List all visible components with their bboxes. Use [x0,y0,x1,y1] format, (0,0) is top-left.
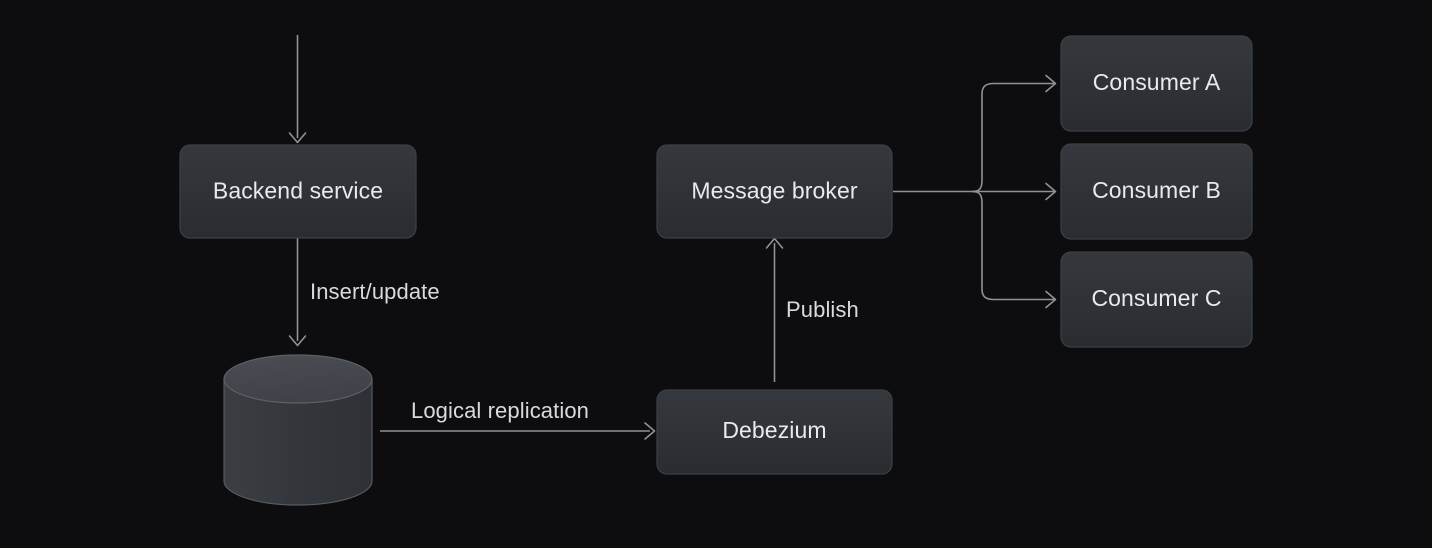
message-broker-label: Message broker [691,178,858,204]
edge-label-logical-replication: Logical replication [411,398,589,423]
edge-broker-to-consumer-c [971,190,1057,309]
database-cylinder-top [223,354,373,404]
consumer-b-label: Consumer B [1092,177,1221,203]
edge-broker-to-consumer-a [971,74,1057,193]
edge-label-publish: Publish [786,297,859,322]
database-cylinder-body[interactable] [223,378,373,506]
edge-database-to-debezium [380,422,656,440]
edge-debezium-to-broker [765,237,784,382]
consumer-c-box[interactable] [1060,251,1253,348]
backend-service-box[interactable] [179,144,417,239]
consumer-b-box[interactable] [1060,143,1253,240]
edge-inbound-to-backend [288,35,307,144]
node-consumer-c[interactable]: Consumer C [1060,251,1253,348]
debezium-box[interactable] [656,389,893,475]
node-consumer-a[interactable]: Consumer A [1060,35,1253,132]
node-consumer-b[interactable]: Consumer B [1060,143,1253,240]
debezium-label: Debezium [722,417,826,443]
consumer-a-box[interactable] [1060,35,1253,132]
node-database[interactable] [223,354,373,506]
edge-broker-to-consumer-b [972,182,1057,201]
backend-service-label: Backend service [213,178,383,204]
consumer-c-label: Consumer C [1091,285,1221,311]
message-broker-box[interactable] [656,144,893,239]
consumer-a-label: Consumer A [1093,69,1221,95]
node-message-broker[interactable]: Message broker [656,144,893,239]
edge-backend-to-database [288,238,307,347]
node-debezium[interactable]: Debezium [656,389,893,475]
node-backend-service[interactable]: Backend service [179,144,417,239]
edge-label-insert-update: Insert/update [310,279,440,304]
